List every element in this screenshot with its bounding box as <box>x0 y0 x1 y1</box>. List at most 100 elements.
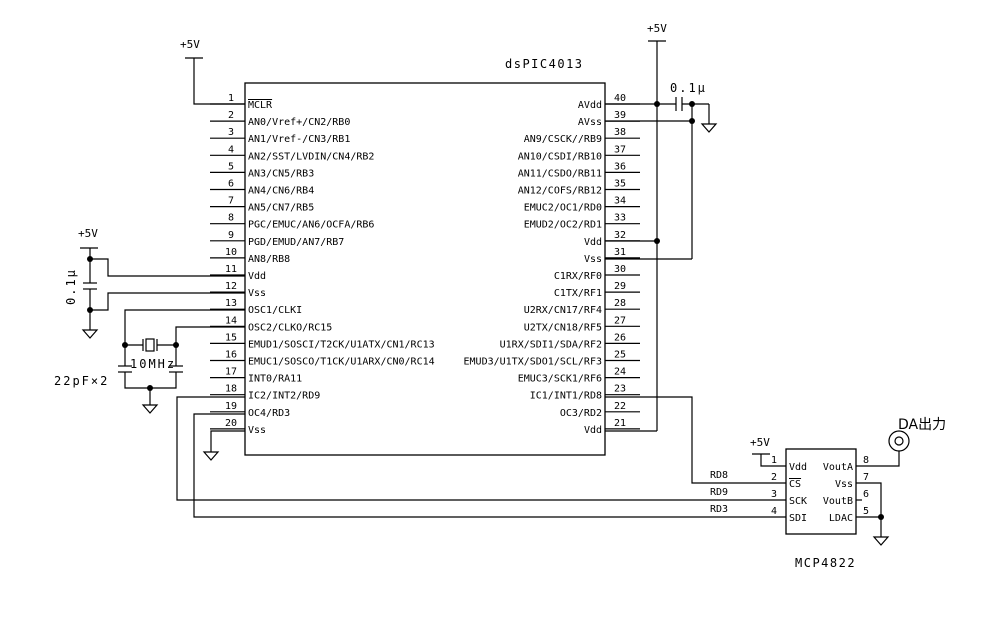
mclr-supply-label: +5V <box>180 38 200 51</box>
pin-number: 3 <box>228 127 234 138</box>
pin-label: EMUD3/U1TX/SDO1/SCL/RF3 <box>464 357 602 368</box>
net-rd3-wire <box>193 413 786 518</box>
pin-number: 21 <box>614 418 626 429</box>
pin-label: EMUC2/OC1/RD0 <box>524 203 602 214</box>
pin-label: SCK <box>789 496 807 507</box>
pin-label: AN2/SST/LVDIN/CN4/RB2 <box>248 151 374 162</box>
pin-number: 15 <box>225 332 237 343</box>
junction-dot <box>689 101 695 107</box>
mcu-right-pins: 40AVdd39AVss38AN9/CSCK//RB937AN10/CSDI/R… <box>464 93 640 436</box>
crystal-value: 10MHz <box>130 357 176 371</box>
dac-supply-label: +5V <box>750 436 770 449</box>
net-rd8-wire <box>605 396 786 484</box>
junction-dot <box>122 342 128 348</box>
pin-label: Vdd <box>584 237 602 248</box>
pin-number: 23 <box>614 384 626 395</box>
pin-label: Vss <box>835 479 853 490</box>
ground-icon <box>202 451 220 461</box>
pin-label: Vss <box>248 288 266 299</box>
mcu-body <box>244 82 606 456</box>
pin-number: 13 <box>225 298 237 309</box>
pin-label: U2RX/CN17/RF4 <box>524 305 602 316</box>
pin-label: SDI <box>789 513 807 524</box>
mcu-left-pins: 1MCLR2AN0/Vref+/CN2/RB03AN1/Vref-/CN3/RB… <box>210 93 435 436</box>
pin-number: 29 <box>614 281 626 292</box>
vdd11-wire <box>90 258 245 277</box>
vouta-wire <box>856 451 900 467</box>
pin-label: Vdd <box>584 425 602 436</box>
pin-number: 4 <box>771 506 777 517</box>
pin-label: PGD/EMUD/AN7/RB7 <box>248 237 344 248</box>
pin-number: 12 <box>225 281 237 292</box>
pin-label: AN10/CSDI/RB10 <box>518 151 602 162</box>
pin-number: 6 <box>863 489 869 500</box>
pin-label: Vss <box>584 254 602 265</box>
pin-label: PGC/EMUC/AN6/OCFA/RB6 <box>248 220 374 231</box>
dac-body <box>785 448 857 535</box>
pin-number: 36 <box>614 161 626 172</box>
net-rd3-label: RD3 <box>710 504 728 515</box>
pin-number: 17 <box>225 367 237 378</box>
pin-label: AN11/CSDO/RB11 <box>518 168 602 179</box>
output-label: DA出力 <box>898 417 946 433</box>
junction-dot <box>147 385 153 391</box>
ground-icon <box>81 329 99 339</box>
pin-number: 4 <box>228 144 234 155</box>
pin-number: 7 <box>228 196 234 207</box>
osc2-wire <box>175 326 245 366</box>
pin-number: 5 <box>863 506 869 517</box>
junction-dot <box>87 307 93 313</box>
pin-number: 8 <box>228 213 234 224</box>
pin-label: AN5/CN7/RB5 <box>248 203 314 214</box>
pin-label: AN0/Vref+/CN2/RB0 <box>248 117 350 128</box>
avdd-supply-label: +5V <box>647 22 667 35</box>
pin-label: U2TX/CN18/RF5 <box>524 322 602 333</box>
vdd-supply-label: +5V <box>78 227 98 240</box>
pin-label: Vss <box>248 425 266 436</box>
pin-label: Vdd <box>789 462 807 473</box>
pin-number: 3 <box>771 489 777 500</box>
pin-number: 2 <box>228 110 234 121</box>
pin-number: 26 <box>614 332 626 343</box>
pin-number: 31 <box>614 247 626 258</box>
pin-number: 40 <box>614 93 626 104</box>
pin-number: 39 <box>614 110 626 121</box>
net-rd9-wire <box>176 396 786 501</box>
pin-number: 9 <box>228 230 234 241</box>
mcu-part-name: dsPIC4013 <box>505 57 584 71</box>
pin-label: EMUC1/SOSCO/T1CK/U1ARX/CN0/RC14 <box>248 357 435 368</box>
junction-dot <box>87 256 93 262</box>
junction-dot <box>878 514 884 520</box>
junction-dot <box>173 342 179 348</box>
